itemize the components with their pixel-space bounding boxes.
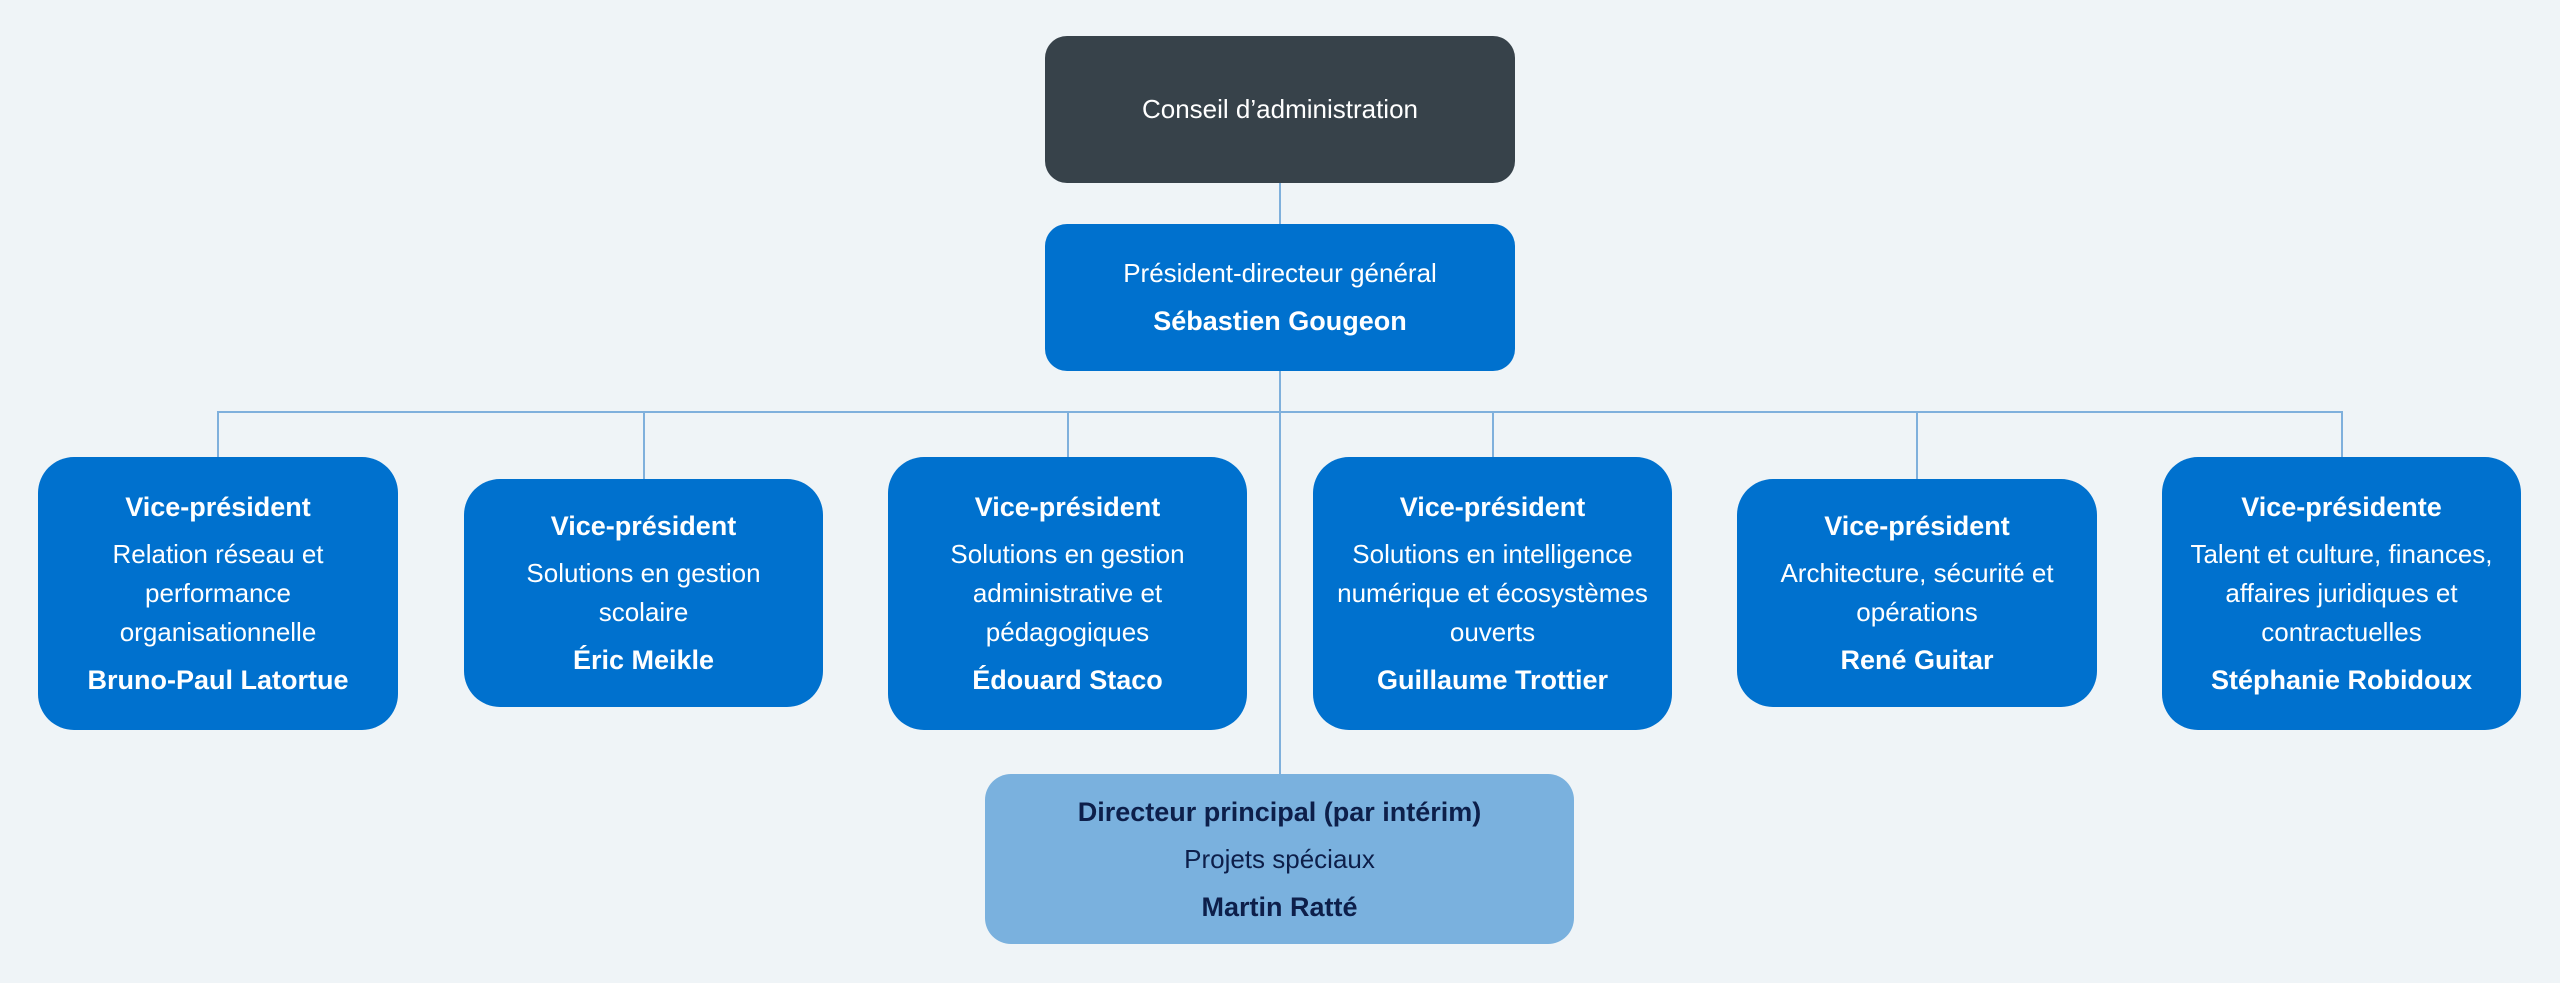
vp-name: Guillaume Trottier: [1376, 665, 1609, 695]
special-area: Projets spéciaux: [1184, 843, 1375, 874]
vp-area: Architecture, sécurité et opérations: [1780, 558, 2054, 627]
vp-name: Édouard Staco: [972, 665, 1163, 695]
connector-vp-1: [217, 411, 219, 457]
vp-name: Bruno-Paul Latortue: [87, 665, 349, 695]
vp-title: Vice-président: [1824, 511, 2010, 541]
connector-vp-3: [1067, 411, 1069, 457]
vp-area: Solutions en gestion administrative et p…: [950, 539, 1185, 647]
vp-title: Vice-président: [550, 511, 737, 541]
vp-area: Talent et culture, finances, affaires ju…: [2190, 539, 2493, 647]
vp-title: Vice-président: [974, 492, 1161, 522]
connector-vp-5: [1916, 411, 1918, 479]
special-name: Martin Ratté: [1201, 891, 1358, 922]
vp-box-2: Vice-président Solutions en gestion scol…: [464, 479, 823, 707]
vp-box-3: Vice-président Solutions en gestion admi…: [888, 457, 1247, 730]
vp-title: Vice-président: [1399, 492, 1586, 522]
vp-title: Vice-président: [125, 492, 311, 522]
vp-area: Solutions en gestion scolaire: [526, 558, 761, 627]
vp-title: Vice-présidente: [2241, 492, 2442, 522]
connector-vp-4: [1492, 411, 1494, 457]
connector-vp-6: [2341, 411, 2343, 457]
ceo-title: Président-directeur général: [1123, 258, 1437, 288]
connector-trunk: [1279, 371, 1281, 774]
vp-box-6: Vice-présidente Talent et culture, finan…: [2162, 457, 2521, 730]
vp-box-4: Vice-président Solutions en intelligence…: [1313, 457, 1672, 730]
connector-board-ceo: [1279, 183, 1281, 224]
ceo-box: Président-directeur général Sébastien Go…: [1045, 224, 1515, 371]
special-title: Directeur principal (par intérim): [1077, 796, 1482, 827]
board-label: Conseil d’administration: [1141, 94, 1419, 124]
connector-vp-2: [643, 411, 645, 479]
vp-area: Solutions en intelligence numérique et é…: [1337, 539, 1648, 647]
connector-horizontal: [217, 411, 2343, 413]
ceo-name: Sébastien Gougeon: [1153, 306, 1407, 336]
vp-box-1: Vice-président Relation réseau et perfor…: [38, 457, 398, 730]
board-box: Conseil d’administration: [1045, 36, 1515, 183]
special-box: Directeur principal (par intérim) Projet…: [985, 774, 1574, 944]
vp-box-5: Vice-président Architecture, sécurité et…: [1737, 479, 2097, 707]
vp-name: Éric Meikle: [572, 645, 715, 675]
vp-name: Stéphanie Robidoux: [2210, 665, 2472, 695]
vp-name: René Guitar: [1840, 645, 1994, 675]
vp-area: Relation réseau et performance organisat…: [112, 539, 324, 647]
